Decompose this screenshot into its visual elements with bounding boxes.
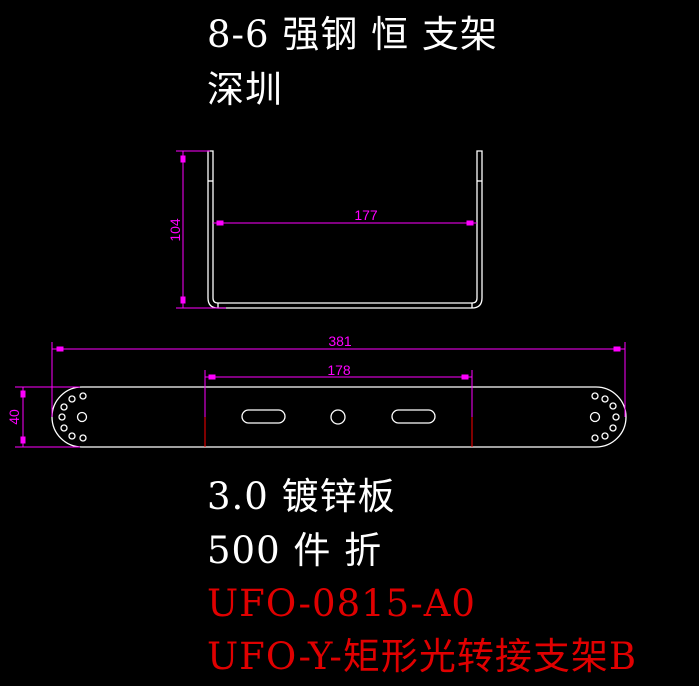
part-number-line: UFO-0815-A0 [207,582,476,625]
material-line: 3.0 镀锌板 [207,475,396,518]
dim-label-178: 178 [327,362,351,378]
dimension-104 [176,150,226,309]
part-name-line: UFO-Y-矩形光转接支架B [207,635,638,678]
dim-label-177: 177 [354,207,378,223]
flat-pattern [51,386,627,448]
bend-lines [204,417,473,447]
center-hole [330,409,346,425]
dimension-177 [213,220,477,226]
dimension-381 [51,342,626,417]
title-line-2: 深圳 [207,68,283,111]
dim-label-40: 40 [6,409,22,425]
dim-label-104: 104 [167,218,183,242]
dimension-40 [15,386,80,448]
dim-label-381: 381 [328,333,352,349]
slot-left [241,409,286,424]
dimension-178 [204,370,473,417]
title-line-1: 8-6 强钢 恒 支架 [207,13,498,56]
side-view-profile [207,150,483,309]
quantity-line: 500 件 折 [207,529,383,572]
slot-right [391,409,436,424]
